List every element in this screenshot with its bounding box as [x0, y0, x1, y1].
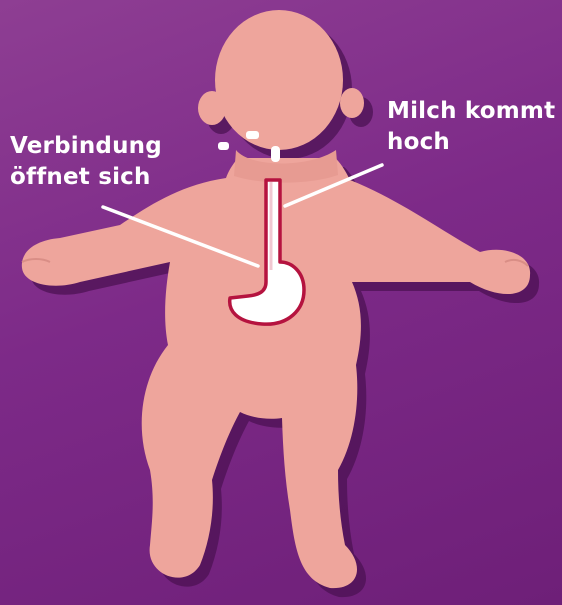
connection-label: Verbindung öffnet sich [10, 131, 200, 193]
milk-label: Milch kommt hoch [387, 96, 562, 158]
